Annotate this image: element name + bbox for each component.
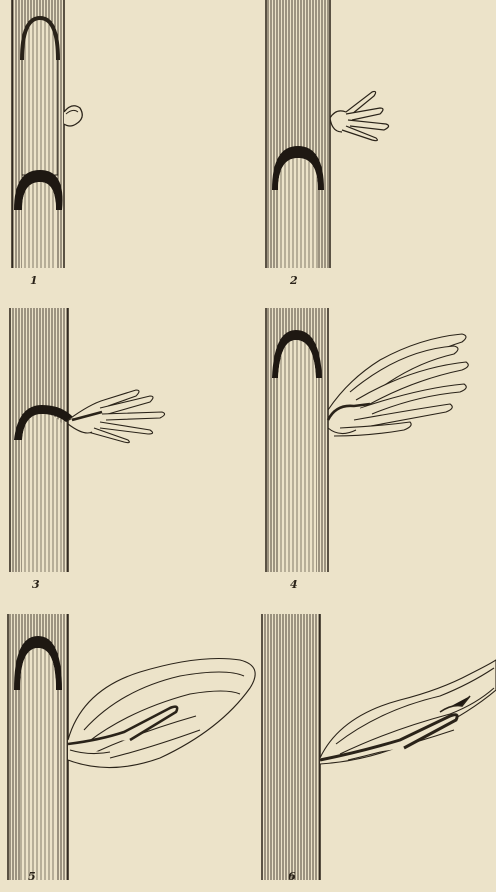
figure-6 [262,614,496,880]
bud-opening-icon [68,390,165,443]
bud-forming-leaflets-icon [330,92,389,141]
bud-leaves-spreading-icon [328,334,468,436]
figure-5 [8,614,255,880]
figure-5-label: 5 [28,870,36,883]
bud-emerging-icon [64,106,82,126]
figure-1-label: 1 [30,274,38,287]
figure-4-label: 4 [290,578,298,591]
bud-mature-shoot-icon [320,660,496,764]
figure-3 [10,308,165,572]
figure-2-label: 2 [290,274,298,287]
figure-3-label: 3 [32,578,40,591]
bud-elongating-icon [68,659,255,768]
figure-1 [12,0,82,268]
figure-4 [266,308,468,572]
figure-6-label: 6 [288,870,296,883]
figure-2 [266,0,389,268]
stem-pith [262,614,320,880]
